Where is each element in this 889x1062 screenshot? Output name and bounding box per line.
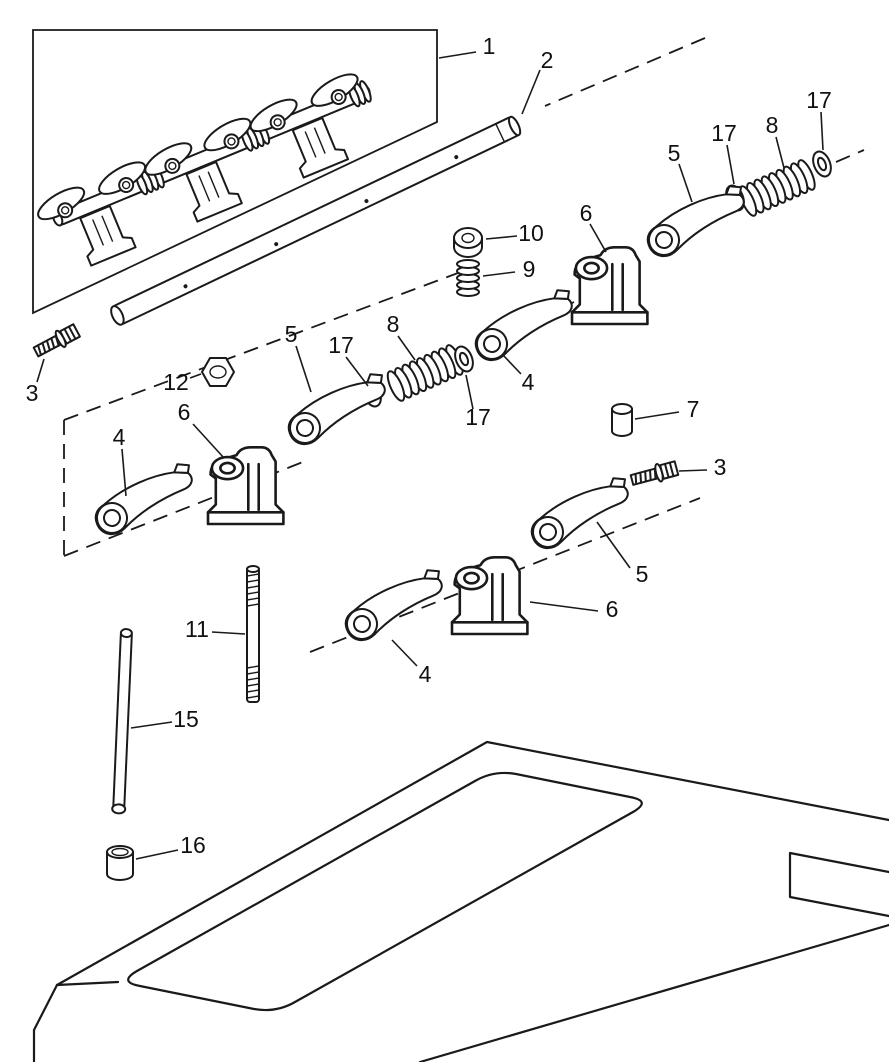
callouts: 1 2 17 8 17 5 6 10 9 3 12 5 17 8 4 17 7: [26, 33, 832, 860]
valve-spring: [735, 157, 819, 219]
stud: [246, 565, 260, 703]
leader-line: [820, 111, 824, 151]
leader-line: [211, 631, 246, 635]
leader-line: [678, 163, 693, 203]
leader-line: [482, 271, 516, 277]
callout-label: 17: [711, 120, 737, 146]
leader-line: [529, 601, 599, 612]
inset-box: [32, 29, 438, 315]
callout-label: 6: [178, 399, 191, 425]
leader-line: [189, 373, 202, 379]
leader-line: [726, 144, 735, 185]
pedestal: [450, 555, 529, 636]
leader-line: [589, 223, 607, 253]
leader-line: [485, 235, 518, 240]
push-rod: [111, 628, 133, 815]
callout-label: 5: [285, 321, 298, 347]
callout-label: 6: [580, 200, 593, 226]
leader-line: [121, 448, 127, 497]
leader-line: [502, 354, 522, 375]
hex-nut: [201, 357, 235, 387]
assembly-pedestal: [291, 116, 350, 179]
pedestal: [206, 445, 285, 526]
leader-line: [36, 358, 45, 383]
rocker-shaft: [110, 115, 522, 326]
spring-washer: [808, 147, 836, 181]
leader-line: [465, 374, 474, 410]
adjusting-nut: [453, 227, 483, 258]
small-spring: [456, 259, 480, 297]
assembly-axis-lines: [63, 37, 865, 653]
callout-label: 3: [714, 454, 727, 480]
callout-label: 5: [636, 561, 649, 587]
axis-line: [835, 149, 865, 163]
callout-label: 4: [113, 424, 126, 450]
leader-line: [596, 521, 631, 569]
assembly-pedestal: [185, 160, 243, 223]
leader-line: [397, 335, 416, 361]
callout-label: 3: [26, 380, 39, 406]
leader-line: [438, 51, 477, 59]
tappet: [106, 845, 134, 881]
bolt: [30, 321, 82, 361]
callout-label: 11: [185, 616, 209, 642]
assembly-rocker-arms: [37, 73, 359, 221]
leader-line: [775, 136, 785, 169]
callout-label: 15: [173, 706, 199, 732]
rocker-arm: [279, 370, 396, 449]
callout-label: 17: [465, 404, 491, 430]
valve-spring: [383, 342, 467, 404]
pedestal: [570, 246, 649, 326]
rocker-arm: [466, 286, 583, 365]
cylinder-head: [32, 740, 889, 1062]
callout-label: 17: [806, 87, 832, 113]
leader-line: [192, 423, 225, 459]
callout-label: 12: [163, 369, 189, 395]
rocker-arm: [86, 460, 203, 539]
leader-line: [135, 849, 179, 860]
callout-label: 8: [387, 311, 400, 337]
callout-label: 9: [523, 256, 536, 282]
assembly-pedestal: [79, 204, 137, 267]
callout-label: 16: [180, 832, 206, 858]
callout-label: 8: [766, 112, 779, 138]
rocker-arm: [638, 182, 755, 261]
callout-label: 10: [518, 220, 544, 246]
bolt: [628, 458, 680, 490]
callout-label: 7: [687, 396, 700, 422]
leader-line: [391, 639, 418, 667]
callout-label: 1: [483, 33, 496, 59]
axis-line: [63, 269, 467, 421]
leader-line: [130, 721, 173, 729]
rocker-shaft-assembly: [37, 73, 372, 267]
axis-line: [544, 37, 706, 107]
callout-label: 4: [419, 661, 432, 687]
leader-line: [634, 411, 680, 420]
callout-label: 6: [606, 596, 619, 622]
callout-label: 2: [541, 47, 554, 73]
leader-line: [345, 356, 369, 387]
leader-line: [678, 469, 708, 472]
rocker-arm: [336, 566, 453, 645]
rocker-arm: [522, 474, 639, 553]
axis-line: [309, 497, 701, 653]
leader-line: [521, 69, 541, 115]
callout-label: 5: [668, 140, 681, 166]
callout-label: 4: [522, 369, 535, 395]
leader-line: [295, 345, 312, 393]
spacer: [611, 403, 633, 437]
callout-label: 17: [328, 332, 354, 358]
